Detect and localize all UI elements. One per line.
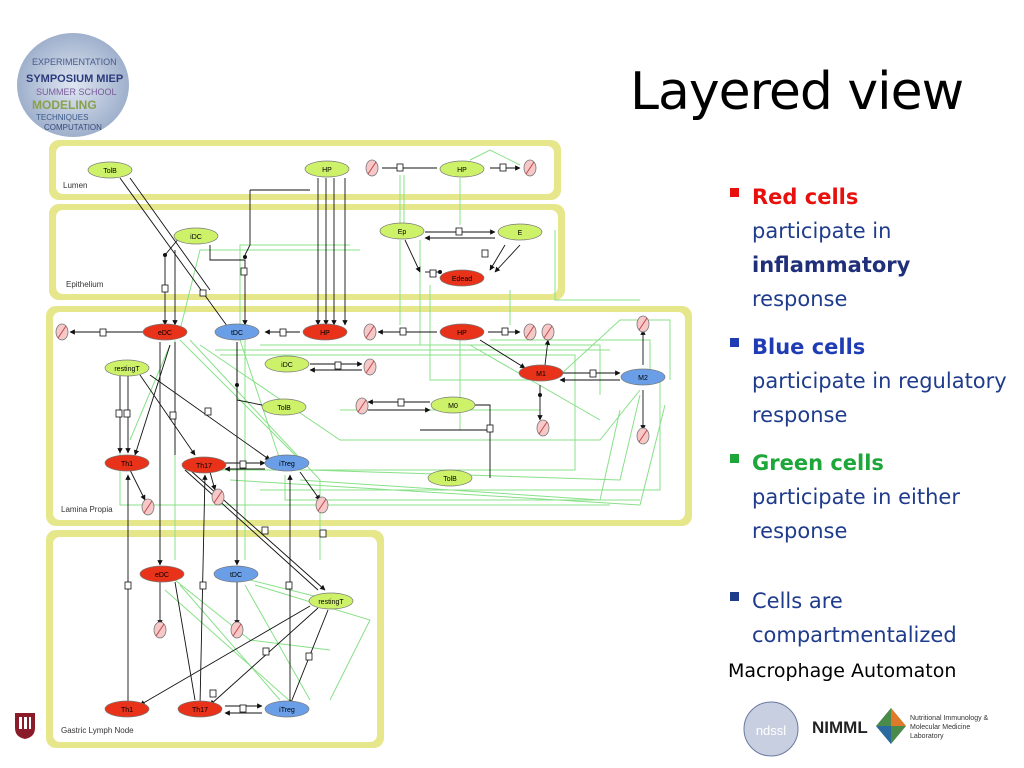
bullet-red-tail: response	[752, 287, 848, 311]
lamina-label: Lamina Propia	[61, 505, 113, 514]
node-lumen-tolb: TolB	[87, 161, 133, 179]
svg-text:eDC: eDC	[155, 572, 169, 579]
sponsor-logos: ndssl NIMML Nutritional Immunology & Mol…	[742, 700, 1002, 760]
svg-text:iTreg: iTreg	[279, 707, 295, 714]
node-epi-ep: Ep	[379, 222, 425, 240]
svg-text:TolB: TolB	[277, 405, 291, 412]
svg-text:Th17: Th17	[192, 707, 208, 714]
ndssl-text: ndssl	[756, 723, 786, 738]
node-lp-edc: eDC	[142, 323, 188, 341]
logo-word-4: TECHNIQUES	[36, 113, 88, 122]
nimml-diamond-icon	[876, 708, 906, 744]
null-node-slashes	[57, 161, 648, 637]
svg-text:tDC: tDC	[231, 330, 243, 337]
node-lp-restingt: restingT	[104, 359, 150, 377]
slide-title: Layered view	[630, 62, 964, 122]
svg-text:tDC: tDC	[230, 572, 242, 579]
svg-text:M0: M0	[448, 403, 458, 410]
svg-text:restingT: restingT	[318, 599, 344, 606]
university-shield-logo	[14, 712, 36, 740]
bullet-square-icon	[730, 592, 739, 601]
svg-text:E: E	[518, 230, 523, 237]
svg-text:HP: HP	[320, 330, 330, 337]
node-lp-tdc: tDC	[214, 323, 260, 341]
layered-network-diagram: Lumen Epithelium Lamina Propia Gastric L…	[46, 140, 692, 748]
svg-text:eDC: eDC	[158, 330, 172, 337]
node-epi-e: E	[497, 223, 543, 241]
legend-bullets: Red cells participate in inflammatory re…	[730, 180, 1015, 666]
svg-text:iDC: iDC	[281, 362, 293, 369]
svg-text:Ep: Ep	[398, 229, 407, 236]
logo-word-1: EXPERIMENTATION	[32, 57, 117, 67]
node-gln-edc: eDC	[139, 565, 185, 583]
lumen-label: Lumen	[63, 181, 87, 190]
node-lp-tolb-2: TolB	[427, 469, 473, 487]
epithelium-label: Epithelium	[66, 280, 104, 289]
node-lp-hp: HP	[302, 323, 348, 341]
bullet-compartment-body: Cells are compartmentalized	[752, 589, 957, 647]
macrophage-automaton-note: Macrophage Automaton	[728, 660, 957, 682]
node-gln-tdc: tDC	[213, 565, 259, 583]
svg-text:HP: HP	[457, 167, 467, 174]
node-lp-m1: M1	[518, 364, 564, 382]
cell-nodes: TolB HP HP iDC Ep E Edead eDC tDC HP HP …	[87, 160, 666, 718]
bullet-green-cells: Green cells participate in either respon…	[730, 446, 1015, 548]
bullet-square-icon	[730, 338, 739, 347]
svg-text:restingT: restingT	[114, 366, 140, 373]
bullet-red-emph: inflammatory	[752, 253, 911, 277]
svg-text:M2: M2	[638, 375, 648, 382]
node-gln-itreg: iTreg	[264, 700, 310, 718]
logo-word-2: SUMMER SCHOOL	[36, 87, 117, 97]
compartment-gastric-lymph-node: Gastric Lymph Node	[46, 530, 384, 748]
svg-text:TolB: TolB	[103, 168, 117, 175]
junction-dots	[163, 253, 542, 397]
bullet-compartmentalized: Cells are compartmentalized	[730, 584, 1015, 652]
bullet-red-body: participate in	[752, 219, 892, 243]
bullet-red-head: Red cells	[752, 185, 859, 209]
logo-word-5: COMPUTATION	[44, 123, 102, 132]
node-lp-m2: M2	[620, 368, 666, 386]
node-lp-tolb: TolB	[261, 398, 307, 416]
svg-text:TolB: TolB	[443, 476, 457, 483]
bullet-square-icon	[730, 188, 739, 197]
bullet-blue-cells: Blue cells participate in regulatory res…	[730, 330, 1015, 432]
svg-text:M1: M1	[536, 371, 546, 378]
svg-text:HP: HP	[457, 330, 467, 337]
node-lp-hp-2: HP	[439, 323, 485, 341]
node-gln-th17: Th17	[177, 700, 223, 718]
svg-text:Th1: Th1	[121, 461, 133, 468]
node-lp-th1: Th1	[104, 454, 150, 472]
bullet-blue-head: Blue cells	[752, 335, 866, 359]
node-lp-idc: iDC	[264, 355, 310, 373]
bullet-green-head: Green cells	[752, 451, 884, 475]
node-lp-m0: M0	[430, 396, 476, 414]
nimml-description: Nutritional Immunology & Molecular Medic…	[910, 715, 989, 740]
node-lp-th17: Th17	[181, 456, 227, 474]
node-gln-restingt: restingT	[308, 592, 354, 610]
logo-word-3: MODELING	[32, 98, 97, 112]
bullet-green-body: participate in either response	[752, 485, 960, 543]
symposium-logo: EXPERIMENTATION SYMPOSIUM MIEP SUMMER SC…	[14, 30, 132, 140]
node-lumen-hp: HP	[304, 160, 350, 178]
node-lumen-hp-2: HP	[439, 160, 485, 178]
svg-text:iTreg: iTreg	[279, 461, 295, 468]
bullet-blue-body: participate in regulatory response	[752, 369, 1007, 427]
node-epi-edead: Edead	[439, 269, 485, 287]
svg-text:iDC: iDC	[190, 234, 202, 241]
node-epi-idc: iDC	[173, 227, 219, 245]
svg-text:HP: HP	[322, 167, 332, 174]
svg-text:Th17: Th17	[196, 463, 212, 470]
junction-boxes	[99, 163, 597, 713]
svg-text:Th1: Th1	[121, 707, 133, 714]
bullet-square-icon	[730, 454, 739, 463]
node-lp-itreg: iTreg	[264, 454, 310, 472]
node-gln-th1: Th1	[104, 700, 150, 718]
black-links	[69, 165, 646, 716]
logo-word-0: SYMPOSIUM MIEP	[26, 73, 123, 85]
lymph-label: Gastric Lymph Node	[61, 726, 134, 735]
svg-text:Edead: Edead	[452, 276, 472, 283]
ndssl-logo: ndssl	[742, 700, 800, 758]
bullet-red-cells: Red cells participate in inflammatory re…	[730, 180, 1015, 316]
nimml-logo-text: NIMML	[812, 718, 868, 737]
